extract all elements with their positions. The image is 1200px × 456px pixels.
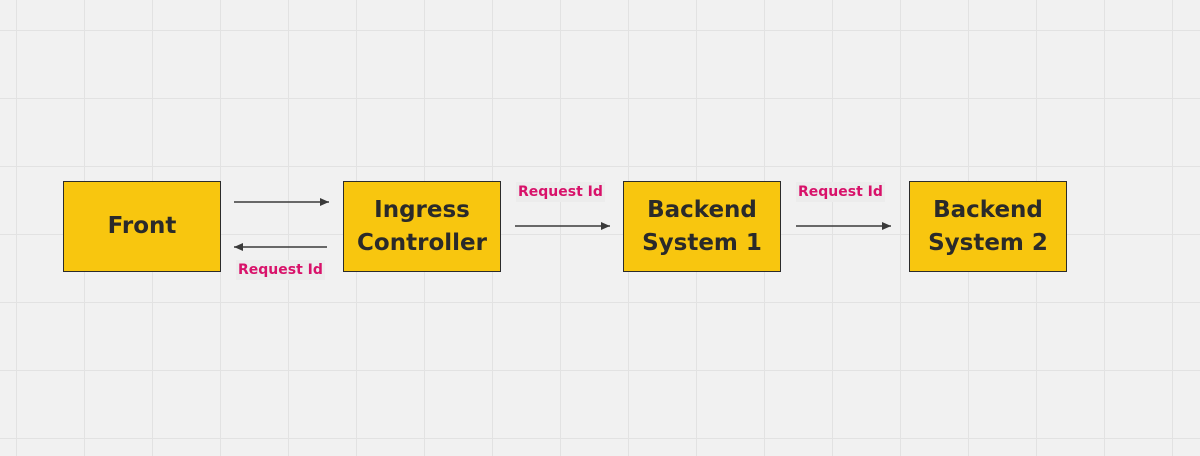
edge-label-backend1-to-backend2: Request Id xyxy=(796,182,885,202)
edge-label-ingress-to-backend1: Request Id xyxy=(516,182,605,202)
node-front[interactable]: Front xyxy=(63,181,221,272)
node-ingress-controller-label: Ingress Controller xyxy=(357,196,487,256)
node-backend-system-1-label: Backend System 1 xyxy=(642,196,762,256)
node-backend-system-2-label: Backend System 2 xyxy=(928,196,1048,256)
node-front-label: Front xyxy=(107,213,177,239)
node-backend-system-2[interactable]: Backend System 2 xyxy=(909,181,1067,272)
node-backend-system-1[interactable]: Backend System 1 xyxy=(623,181,781,272)
edge-label-ingress-to-front: Request Id xyxy=(236,260,325,280)
node-ingress-controller[interactable]: Ingress Controller xyxy=(343,181,501,272)
